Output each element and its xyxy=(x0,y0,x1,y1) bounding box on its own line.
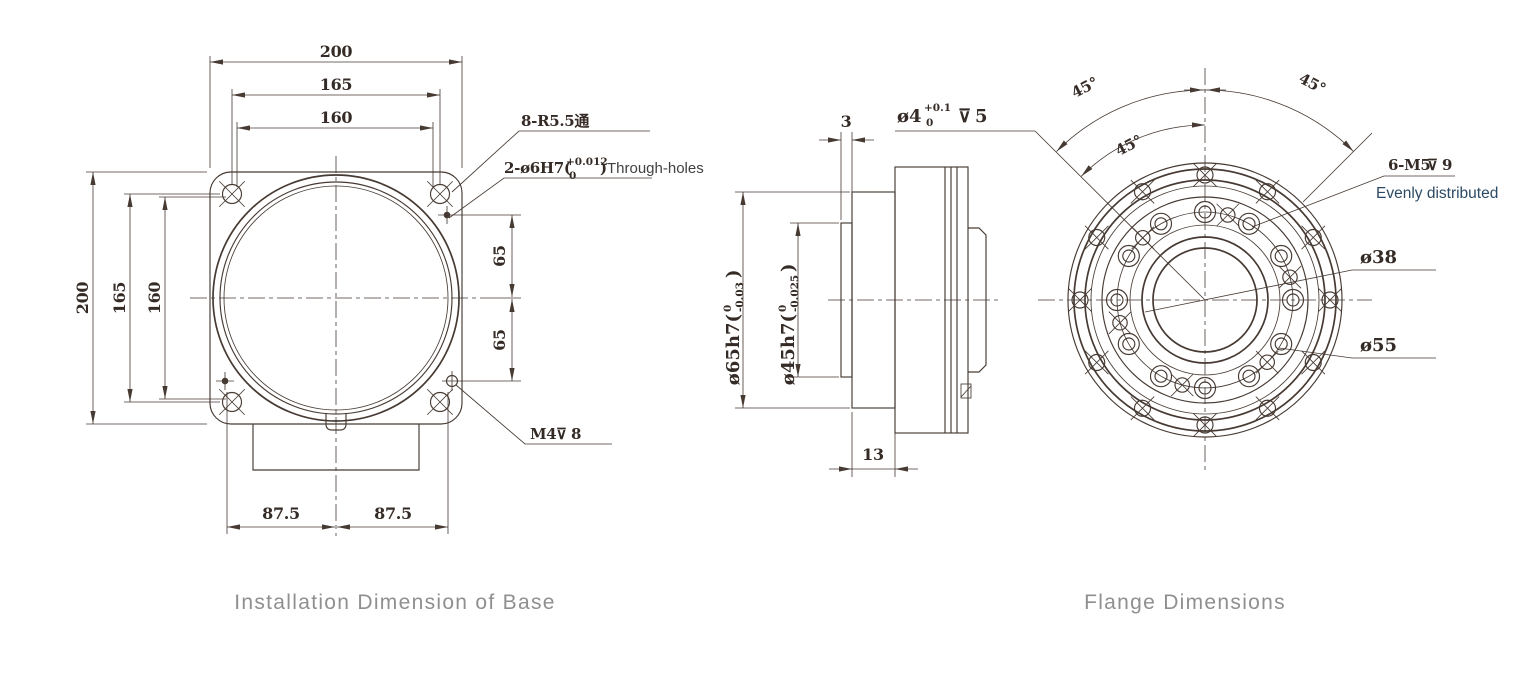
through-holes-label: Through-holes xyxy=(607,160,704,177)
pin-hole-depth: 5 xyxy=(975,106,988,127)
dim-left-160: 160 xyxy=(145,282,164,315)
svg-text:0: 0 xyxy=(722,305,734,312)
svg-text:-0.025: -0.025 xyxy=(789,275,801,312)
caption-base-view: Installation Dimension of Base xyxy=(234,591,556,614)
evenly-distributed-note: Evenly distributed xyxy=(1376,185,1498,202)
dim-outer-dia-label: ø65h7( 0 -0.03 ) xyxy=(722,269,746,385)
svg-text:0: 0 xyxy=(777,305,789,312)
dim-top-160: 160 xyxy=(320,108,353,127)
base-leader-lines xyxy=(448,130,652,445)
svg-text:ø45h7(: ø45h7( xyxy=(778,314,799,385)
svg-text:): ) xyxy=(723,269,744,278)
base-view: 200 165 160 200 165 160 65 65 87.5 87.5 … xyxy=(73,42,704,536)
dowel-holes-prefix: 2-ø6H7( xyxy=(504,159,571,177)
tapped-hole-depth: 8 xyxy=(571,425,581,443)
dim-hub-13: 13 xyxy=(862,445,884,464)
depth-symbol-m4: ⊽ xyxy=(556,425,567,443)
angle-45-left: 45° xyxy=(1068,73,1101,102)
dim-right-65-upper: 65 xyxy=(490,245,509,267)
flange-tapped-depth: 9 xyxy=(1442,156,1452,174)
angle-45-right: 45° xyxy=(1296,69,1329,98)
flange-leader-lines xyxy=(895,130,1455,359)
svg-text:ø65h7(: ø65h7( xyxy=(723,314,744,385)
dowel-holes-tol-top: +0.012 xyxy=(566,156,608,168)
pin-hole-prefix: ø4 xyxy=(897,106,922,127)
angle-45-inner: 45° xyxy=(1112,131,1145,160)
svg-text:-0.03: -0.03 xyxy=(734,282,746,312)
side-keyway-detail xyxy=(960,383,972,399)
side-dimension-lines xyxy=(735,132,918,477)
depth-symbol-m5: ⊽ xyxy=(1427,156,1438,174)
dowel-holes-tol-bot: 0 xyxy=(569,170,576,182)
dim-left-200: 200 xyxy=(73,282,92,315)
pin-hole-tol-bot: 0 xyxy=(926,117,933,129)
dim-bottom-87-5-left: 87.5 xyxy=(262,504,300,523)
dim-top-165: 165 xyxy=(320,75,353,94)
svg-text:): ) xyxy=(778,263,799,272)
depth-symbol-pin: ⊽ xyxy=(958,106,971,127)
dim-left-165: 165 xyxy=(110,282,129,315)
pin-hole-tol-top: +0.1 xyxy=(924,102,951,114)
caption-flange-view: Flange Dimensions xyxy=(1084,591,1286,614)
flange-tapped-label: 6-M5 xyxy=(1388,156,1431,174)
dim-thickness-3: 3 xyxy=(841,112,852,131)
base-dimension-lines xyxy=(86,56,521,534)
tapped-hole-label: M4 xyxy=(530,425,556,443)
dia-38-label: ø38 xyxy=(1360,247,1397,268)
slot-holes-label: 8-R5.5通 xyxy=(521,112,589,130)
flange-angle-dimensions xyxy=(1056,87,1373,203)
dowel-holes-close: ) xyxy=(600,159,607,177)
dim-right-65-lower: 65 xyxy=(490,329,509,351)
dim-bottom-87-5-right: 87.5 xyxy=(374,504,412,523)
dim-pilot-dia-label: ø45h7( 0 -0.025 ) xyxy=(777,263,801,385)
dim-top-200: 200 xyxy=(320,42,353,61)
side-view: 3 13 ø65h7( 0 -0.03 ) ø45h7( 0 -0.025 ) xyxy=(722,112,1002,477)
dia-55-label: ø55 xyxy=(1360,335,1397,356)
